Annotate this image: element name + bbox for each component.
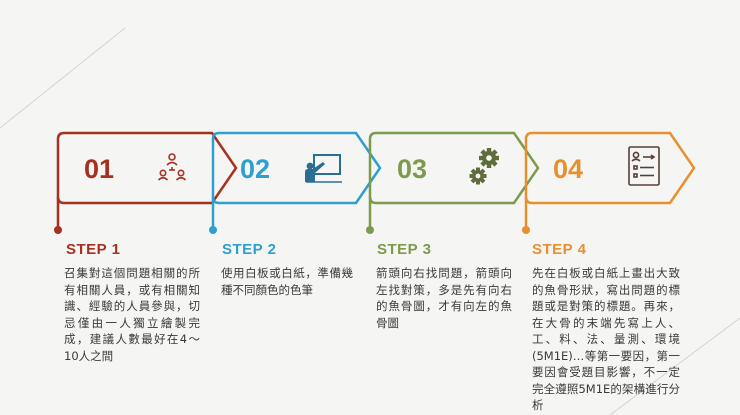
- step-2-title: STEP 2: [222, 241, 277, 258]
- step-3-description: 箭頭向右找問題，箭頭向左找對策，多是先有向右的魚骨圖，才有向左的魚骨圖: [376, 266, 512, 330]
- step-3-number: 03: [397, 154, 427, 184]
- checklist-icon: [628, 146, 660, 186]
- step-1-number: 01: [84, 154, 114, 184]
- step-4: 04: [522, 131, 696, 234]
- gears-icon: [469, 148, 499, 185]
- step-4-title: STEP 4: [532, 241, 587, 258]
- step-3: 03: [366, 131, 540, 234]
- step-2-connector-dot: [209, 226, 217, 234]
- step-1-title: STEP 1: [66, 241, 121, 258]
- step-3-connector-dot: [366, 226, 374, 234]
- step-2-description: 使用白板或白紙，準備幾種不同顏色的色筆: [221, 266, 353, 297]
- step-3-arrow-frame: [368, 131, 540, 205]
- step-1-connector-dot: [54, 226, 62, 234]
- step-4-number: 04: [553, 154, 583, 184]
- step-1: 01: [54, 131, 238, 234]
- people-network-icon: [157, 153, 187, 181]
- step-2-number: 02: [240, 154, 270, 184]
- decorative-line-top-left: [0, 27, 126, 129]
- step-2: 02: [209, 131, 382, 234]
- step-1-description: 召集對這個問題相關的所有相關人員，或有相關知識、經驗的人員參與，切忌僅由一人獨立…: [64, 266, 200, 363]
- step-3-title: STEP 3: [377, 241, 432, 258]
- step-2-arrow-frame: [211, 131, 382, 205]
- step-4-connector-dot: [522, 226, 530, 234]
- teacher-whiteboard-icon: [305, 154, 342, 183]
- step-4-arrow-frame: [524, 131, 696, 205]
- decorative-line-bottom-right: [609, 317, 740, 415]
- step-4-description: 先在白板或白紙上畫出大致的魚骨形狀，寫出問題的標題或是對策的標題。再來，在大骨的…: [532, 266, 680, 412]
